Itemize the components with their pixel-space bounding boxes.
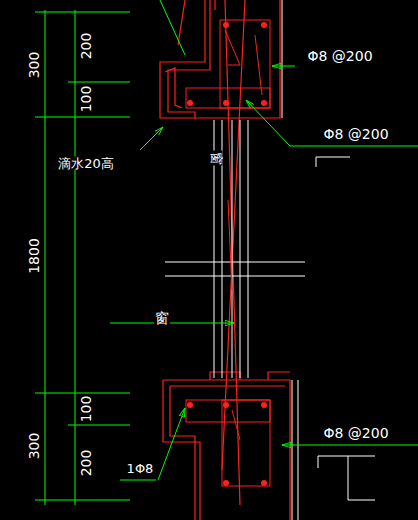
rebar-dots — [187, 22, 267, 486]
rebar-note: Φ8 @200 — [322, 426, 389, 440]
reinforcement-bends — [225, 30, 262, 440]
window-label: 窗 — [154, 311, 170, 325]
drip-note: 滴水20高 — [57, 157, 115, 170]
rebar-note: Φ8 @200 — [306, 49, 373, 63]
dimension-text: 100 — [79, 395, 93, 424]
dimension-text: 200 — [79, 449, 93, 478]
rebar-note: Φ8 @200 — [322, 127, 389, 141]
rebar-stirrups — [186, 20, 270, 486]
concrete-outline — [160, 0, 290, 520]
dimension-lines — [35, 10, 130, 505]
dimension-text: 300 — [27, 51, 41, 80]
dimension-text: 1800 — [27, 237, 41, 275]
rebar-note: 1Φ8 — [126, 462, 155, 475]
window-label: 窗 — [210, 151, 223, 166]
dimension-text: 100 — [79, 85, 93, 114]
leader-lines — [110, 0, 418, 480]
dimension-text: 300 — [27, 432, 41, 461]
window-frame — [165, 0, 375, 520]
dimension-text: 200 — [79, 32, 93, 61]
